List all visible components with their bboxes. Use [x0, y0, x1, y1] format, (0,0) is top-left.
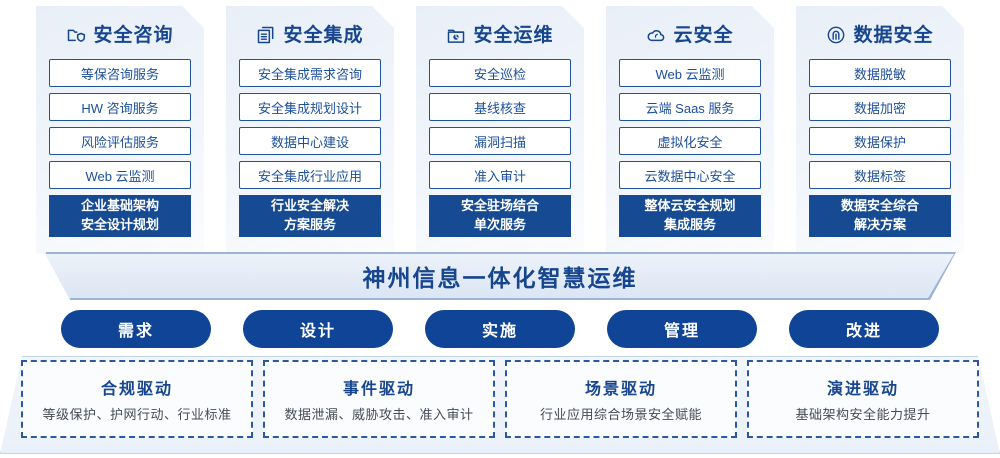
lifecycle-pill-design[interactable]: 设计 [243, 310, 393, 348]
lifecycle-pill-requirement[interactable]: 需求 [61, 310, 211, 348]
service-item[interactable]: HW 咨询服务 [49, 93, 191, 121]
driver-compliance[interactable]: 合规驱动 等级保护、护网行动、行业标准 [21, 360, 253, 438]
service-item[interactable]: 安全巡检 [429, 59, 571, 87]
summary-line: 安全设计规划 [80, 217, 159, 232]
stacked-documents-icon [256, 25, 276, 45]
summary-line: 安全驻场结合 [460, 198, 539, 214]
summary-line: 行业安全解决 [270, 198, 349, 214]
column-header: 安全集成 [239, 18, 381, 52]
service-item[interactable]: 数据加密 [809, 93, 951, 121]
column-header: 安全咨询 [49, 18, 191, 52]
summary-line: 集成服务 [663, 217, 716, 232]
service-item[interactable]: 虚拟化安全 [619, 127, 761, 155]
service-item[interactable]: 风险评估服务 [49, 127, 191, 155]
service-item[interactable]: 基线核查 [429, 93, 571, 121]
service-column-security-integration[interactable]: 安全集成 安全集成需求咨询 安全集成规划设计 数据中心建设 安全集成行业应用 行… [226, 6, 394, 254]
driver-subtitle: 基础架构安全能力提升 [795, 407, 931, 422]
driver-incident[interactable]: 事件驱动 数据泄漏、威胁攻击、准入审计 [263, 360, 495, 438]
driver-evolution[interactable]: 演进驱动 基础架构安全能力提升 [747, 360, 979, 438]
service-item[interactable]: Web 云监测 [619, 59, 761, 87]
drivers-list: 合规驱动 等级保护、护网行动、行业标准 事件驱动 数据泄漏、威胁攻击、准入审计 … [0, 360, 1000, 446]
column-title: 安全咨询 [93, 24, 174, 46]
service-column-data-security[interactable]: 数据安全 数据脱敏 数据加密 数据保护 数据标签 数据安全综合 解决方案 [796, 6, 964, 254]
folder-shield-icon [66, 25, 86, 45]
service-item[interactable]: 数据中心建设 [239, 127, 381, 155]
driver-subtitle: 行业应用综合场景安全赋能 [539, 407, 702, 422]
service-item[interactable]: 云端 Saas 服务 [619, 93, 761, 121]
summary-line: 单次服务 [473, 217, 526, 232]
service-item[interactable]: 漏洞扫描 [429, 127, 571, 155]
column-title: 云安全 [673, 24, 734, 46]
service-item[interactable]: 等保咨询服务 [49, 59, 191, 87]
service-column-security-consulting[interactable]: 安全咨询 等保咨询服务 HW 咨询服务 风险评估服务 Web 云监测 企业基础架… [36, 6, 204, 254]
column-header: 云安全 [619, 18, 761, 52]
summary-line: 数据安全综合 [840, 198, 919, 214]
column-title: 数据安全 [853, 24, 934, 46]
summary-line: 企业基础架构 [80, 198, 159, 214]
monitor-chart-icon [446, 25, 466, 45]
service-item[interactable]: Web 云监测 [49, 161, 191, 189]
driver-scenario[interactable]: 场景驱动 行业应用综合场景安全赋能 [505, 360, 737, 438]
lifecycle-pill-improvement[interactable]: 改进 [789, 310, 939, 348]
service-item[interactable]: 数据标签 [809, 161, 951, 189]
column-title: 安全运维 [473, 24, 554, 46]
column-summary[interactable]: 数据安全综合 解决方案 [809, 195, 951, 237]
platform-banner: 神州信息一体化智慧运维 [44, 252, 956, 300]
platform-banner-title: 神州信息一体化智慧运维 [362, 265, 638, 291]
lifecycle-pills: 需求 设计 实施 管理 改进 [0, 310, 1000, 348]
service-column-security-operations[interactable]: 安全运维 安全巡检 基线核查 漏洞扫描 准入审计 安全驻场结合 单次服务 [416, 6, 584, 254]
fingerprint-icon [826, 25, 846, 45]
service-column-cloud-security[interactable]: 云安全 Web 云监测 云端 Saas 服务 虚拟化安全 云数据中心安全 整体云… [606, 6, 774, 254]
driver-title: 合规驱动 [100, 381, 173, 398]
column-summary[interactable]: 企业基础架构 安全设计规划 [49, 195, 191, 237]
service-item[interactable]: 准入审计 [429, 161, 571, 189]
column-summary[interactable]: 行业安全解决 方案服务 [239, 195, 381, 237]
column-header: 安全运维 [429, 18, 571, 52]
column-summary[interactable]: 安全驻场结合 单次服务 [429, 195, 571, 237]
summary-line: 方案服务 [283, 217, 336, 232]
driver-subtitle: 数据泄漏、威胁攻击、准入审计 [284, 407, 474, 422]
service-item[interactable]: 安全集成行业应用 [239, 161, 381, 189]
service-item[interactable]: 数据保护 [809, 127, 951, 155]
cloud-icon [646, 25, 666, 45]
lifecycle-pill-management[interactable]: 管理 [607, 310, 757, 348]
service-item[interactable]: 数据脱敏 [809, 59, 951, 87]
driver-subtitle: 等级保护、护网行动、行业标准 [42, 407, 232, 422]
column-header: 数据安全 [809, 18, 951, 52]
column-title: 安全集成 [283, 24, 364, 46]
driver-title: 演进驱动 [826, 381, 899, 398]
service-columns: 安全咨询 等保咨询服务 HW 咨询服务 风险评估服务 Web 云监测 企业基础架… [0, 6, 1000, 254]
column-summary[interactable]: 整体云安全规划 集成服务 [619, 195, 761, 237]
lifecycle-pill-implementation[interactable]: 实施 [425, 310, 575, 348]
summary-line: 整体云安全规划 [644, 198, 736, 214]
summary-line: 解决方案 [853, 217, 906, 232]
service-item[interactable]: 安全集成规划设计 [239, 93, 381, 121]
driver-title: 事件驱动 [342, 381, 415, 398]
service-item[interactable]: 云数据中心安全 [619, 161, 761, 189]
driver-title: 场景驱动 [584, 381, 657, 398]
service-item[interactable]: 安全集成需求咨询 [239, 59, 381, 87]
